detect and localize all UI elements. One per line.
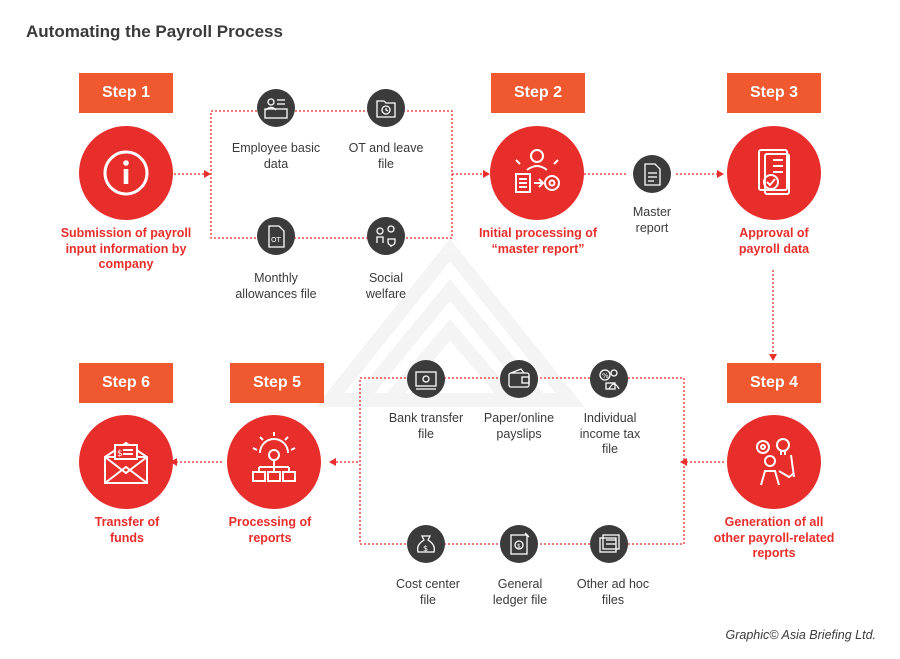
step-5-label: Step 5 xyxy=(230,363,324,403)
report-bank-label: Bank transfer file xyxy=(388,411,464,441)
report-ledger-label: General ledger file xyxy=(492,577,548,607)
svg-text:OT: OT xyxy=(271,236,282,244)
step-2-label: Step 2 xyxy=(491,73,585,113)
employee-card-icon xyxy=(257,89,295,127)
step-4-caption: Generation of all other payroll-related … xyxy=(713,515,835,560)
report-tax-label: Individual income tax file xyxy=(579,411,641,456)
master-report-label: Master report xyxy=(632,205,672,235)
step-6-caption: Transfer of funds xyxy=(94,515,160,545)
input-ot-label: OT and leave file xyxy=(348,141,424,171)
folder-clock-icon xyxy=(367,89,405,127)
gear-network-icon xyxy=(227,415,321,509)
svg-text:$: $ xyxy=(517,543,521,550)
svg-text:$: $ xyxy=(117,449,123,459)
step-6-label: Step 6 xyxy=(79,363,173,403)
info-icon xyxy=(79,126,173,220)
step-3-caption: Approval of payroll data xyxy=(738,226,810,256)
bank-transfer-icon xyxy=(407,360,445,398)
report-cost-center-label: Cost center file xyxy=(396,577,460,607)
step-1-caption: Submission of payroll input information … xyxy=(60,226,192,271)
person-gears-icon xyxy=(727,415,821,509)
page-title: Automating the Payroll Process xyxy=(26,22,283,41)
wallet-icon xyxy=(500,360,538,398)
step-5-caption: Processing of reports xyxy=(228,515,312,545)
step-4-label: Step 4 xyxy=(727,363,821,403)
input-welfare-label: Social welfare xyxy=(365,271,407,301)
input-allowances-label: Monthly allowances file xyxy=(235,271,317,301)
ot-document-icon: OT xyxy=(257,217,295,255)
credit-text: Graphic© Asia Briefing Ltd. xyxy=(725,628,876,642)
report-payslips-label: Paper/online payslips xyxy=(483,411,555,441)
input-employee-label: Employee basic data xyxy=(231,141,321,171)
step-2-caption: Initial processing of “master report” xyxy=(478,226,598,256)
tax-icon: % xyxy=(590,360,628,398)
report-adhoc-label: Other ad hoc files xyxy=(576,577,650,607)
step-3-label: Step 3 xyxy=(727,73,821,113)
svg-text:%: % xyxy=(602,372,609,380)
welfare-icon xyxy=(367,217,405,255)
step-1-label: Step 1 xyxy=(79,73,173,113)
checklist-icon xyxy=(727,126,821,220)
report-icon xyxy=(633,155,671,193)
money-bag-icon: $ xyxy=(407,525,445,563)
svg-text:$: $ xyxy=(423,544,428,553)
files-icon xyxy=(590,525,628,563)
ledger-icon: $ xyxy=(500,525,538,563)
worker-gear-icon xyxy=(490,126,584,220)
envelope-money-icon: $ xyxy=(79,415,173,509)
